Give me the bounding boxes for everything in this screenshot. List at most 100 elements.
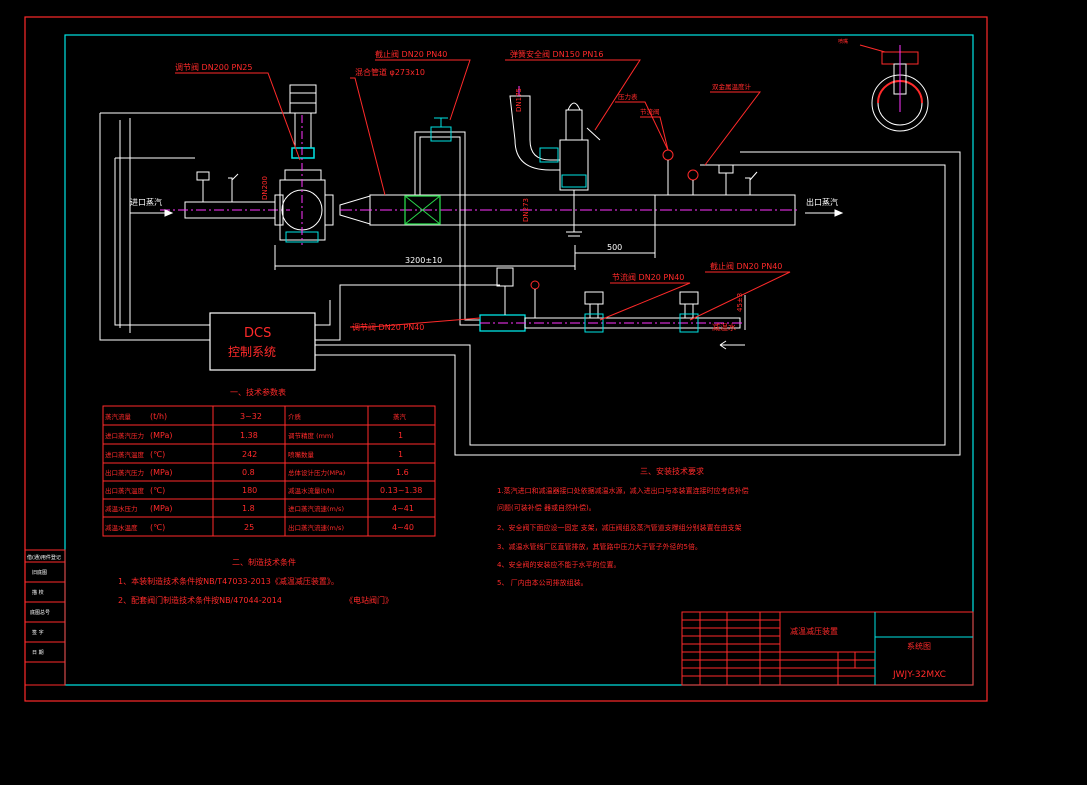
title-block-frame [681, 611, 974, 686]
install-line-3: 2、安全阀下面应设一固定 支架，减压阀组及蒸汽管道支撑组分别装置在由支架 [497, 523, 742, 532]
label-pressure-gauge: 压力表 [618, 92, 638, 101]
label-reg-valve-main: 调节阀 DN200 PN25 [175, 63, 253, 72]
svg-text:1.6: 1.6 [396, 468, 409, 477]
label-dn200: DN200 [261, 176, 269, 200]
param-row-6: 减温水温度 (℃) 25 出口蒸汽流速(m/s) 4~40 [105, 523, 414, 532]
leader-lines [175, 59, 791, 328]
top-bypass-line [414, 117, 480, 326]
manufacture-line-1: 1、本装制造技术条件按NB/T47033-2013《减温减压装置》。 [118, 576, 339, 586]
svg-text:减温水温度: 减温水温度 [105, 523, 138, 532]
svg-text:3~32: 3~32 [240, 412, 262, 421]
label-dn175: DN175 [515, 88, 523, 112]
svg-text:调节精度 (mm): 调节精度 (mm) [288, 431, 334, 440]
label-thermometer: 双金属温度计 [712, 82, 752, 91]
label-stop-valve-a: 节流阀 DN20 PN40 [612, 272, 684, 282]
left-info-block: 借(通)用件登记 旧底图 描 校 底图总号 签 字 日 期 [24, 549, 66, 686]
svg-text:介质: 介质 [288, 412, 302, 421]
manufacture-line-2b: 《电站阀门》 [345, 595, 393, 605]
dcs-title: DCS [244, 326, 271, 341]
svg-text:蒸汽流量: 蒸汽流量 [105, 412, 132, 421]
svg-text:出口蒸汽压力: 出口蒸汽压力 [105, 468, 144, 477]
svg-text:蒸汽: 蒸汽 [393, 412, 407, 421]
svg-text:242: 242 [242, 450, 257, 459]
svg-text:180: 180 [242, 486, 257, 495]
svg-text:1: 1 [398, 450, 403, 459]
main-regulating-valve [274, 84, 334, 245]
param-row-3: 出口蒸汽压力 (MPa) 0.8 总体设计压力(MPa) 1.6 [105, 468, 409, 477]
param-table-frame [102, 405, 436, 537]
svg-text:进口蒸汽压力: 进口蒸汽压力 [105, 431, 144, 440]
install-line-5: 4、安全阀的安装应不能于水平的位置。 [497, 560, 620, 569]
install-line-4: 3、减温水管线厂区直管排放，其管路中压力大于管子外径的5倍。 [497, 542, 702, 551]
svg-text:0.8: 0.8 [242, 468, 255, 477]
svg-text:1: 1 [398, 431, 403, 440]
safety-valve [509, 86, 601, 237]
install-title: 三、安装技术要求 [640, 466, 704, 476]
flow-arrows [130, 209, 844, 217]
svg-text:进口蒸汽流速(m/s): 进口蒸汽流速(m/s) [288, 504, 344, 513]
svg-text:(MPa): (MPa) [150, 431, 173, 440]
manufacture-line-2: 2、配套阀门制造技术条件按NB/47044-2014 [118, 595, 282, 605]
left-block-1: 旧底图 [32, 569, 47, 576]
label-dim-45: 45±3 [736, 293, 744, 312]
label-stop-valve-top: 截止阀 DN20 PN40 [375, 49, 447, 59]
svg-text:(℃): (℃) [150, 486, 165, 495]
param-row-4: 出口蒸汽温度 (℃) 180 减温水流量(t/h) 0.13~1.38 [105, 486, 422, 495]
inner-border [64, 34, 974, 686]
svg-text:1.8: 1.8 [242, 504, 255, 513]
svg-text:出口蒸汽温度: 出口蒸汽温度 [105, 486, 145, 495]
dcs-signal-lines [99, 112, 961, 456]
title-block-name: 减温减压装置 [790, 626, 838, 636]
water-line [479, 267, 745, 350]
label-inlet: 进口蒸汽 [130, 197, 162, 207]
svg-text:(℃): (℃) [150, 450, 165, 459]
manufacture-title: 二、制造技术条件 [232, 557, 296, 567]
label-mix-pipe: 混合管道 φ273x10 [355, 67, 425, 77]
svg-text:(t/h): (t/h) [150, 412, 167, 421]
svg-text:(MPa): (MPa) [150, 504, 173, 513]
outer-border [24, 16, 988, 702]
svg-text:(℃): (℃) [150, 523, 165, 532]
inlet-instruments [196, 171, 239, 202]
install-line-1: 1.蒸汽进口和减温器接口处依据减温水源，减入进出口与本装置连接时应考虑补偿 [497, 486, 749, 495]
svg-text:喷嘴数量: 喷嘴数量 [288, 450, 315, 459]
label-detail: 喷嘴 [838, 38, 848, 45]
dcs-subtitle: 控制系统 [228, 345, 276, 359]
left-block-4: 签 字 [32, 629, 44, 636]
label-reg-valve-small: 调节阀 DN20 PN40 [352, 323, 424, 332]
param-row-2: 进口蒸汽温度 (℃) 242 喷嘴数量 1 [105, 450, 403, 459]
install-line-6: 5、 厂内由本公司排放组装。 [497, 578, 588, 587]
label-outlet: 出口蒸汽 [806, 197, 838, 207]
svg-text:0.13~1.38: 0.13~1.38 [380, 486, 422, 495]
label-check-valve: 节流阀 [640, 107, 660, 116]
param-table-title: 一、技术参数表 [230, 387, 286, 397]
nozzle-detail-view [859, 44, 929, 132]
title-block-code: JWJY-32MXC [892, 670, 946, 680]
svg-text:4~41: 4~41 [392, 504, 414, 513]
svg-text:4~40: 4~40 [392, 523, 414, 532]
svg-text:进口蒸汽温度: 进口蒸汽温度 [105, 450, 145, 459]
install-line-2: 问题(可装补偿 器或自然补偿)。 [497, 503, 596, 512]
outlet-instruments [662, 149, 758, 195]
label-stop-valve-b: 截止阀 DN20 PN40 [710, 261, 782, 271]
dcs-control-box [209, 312, 316, 371]
param-row-5: 减温水压力 (MPa) 1.8 进口蒸汽流速(m/s) 4~41 [105, 504, 414, 513]
label-dim-3200: 3200±10 [405, 256, 442, 265]
svg-text:(MPa): (MPa) [150, 468, 173, 477]
param-row-1: 进口蒸汽压力 (MPa) 1.38 调节精度 (mm) 1 [105, 431, 403, 440]
label-dn273: DN273 [522, 198, 530, 222]
left-block-3: 底图总号 [30, 609, 50, 616]
left-block-2: 描 校 [32, 589, 44, 596]
svg-text:减温水压力: 减温水压力 [105, 504, 138, 513]
label-safety-valve: 弹簧安全阀 DN150 PN16 [510, 49, 604, 59]
dimension-lines [274, 225, 746, 330]
svg-text:1.38: 1.38 [240, 431, 258, 440]
param-row-0: 蒸汽流量 (t/h) 3~32 介质 蒸汽 [105, 412, 407, 421]
title-block-type: 系统图 [907, 641, 931, 651]
svg-text:出口蒸汽流速(m/s): 出口蒸汽流速(m/s) [288, 523, 344, 532]
svg-text:减温水流量(t/h): 减温水流量(t/h) [288, 486, 334, 495]
label-desuper-water: 减温水 [712, 322, 736, 332]
left-block-0: 借(通)用件登记 [27, 554, 61, 561]
left-block-5: 日 期 [32, 650, 44, 656]
